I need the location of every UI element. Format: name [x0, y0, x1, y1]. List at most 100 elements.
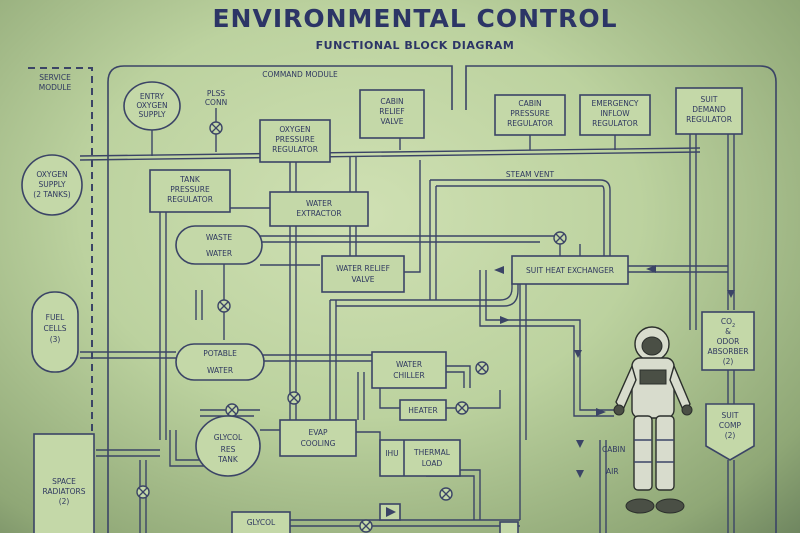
component-label: DEMAND: [692, 105, 726, 114]
heater: HEATER: [399, 399, 447, 421]
valve-heater: [455, 401, 469, 415]
cabin-air-label: CABIN AIR: [602, 445, 625, 476]
co2-subscript: 2: [732, 323, 735, 329]
component-label: COMP: [719, 421, 742, 430]
flow-arrows: [494, 265, 735, 478]
component-label: CONN: [205, 98, 227, 107]
component-label: VALVE: [380, 117, 403, 126]
component-label: ENTRY: [140, 92, 165, 101]
fuel-cells: FUEL CELLS (3): [31, 291, 79, 373]
component-label: EXTRACTOR: [296, 209, 341, 218]
entry-oxygen-supply-tank: ENTRY OXYGEN SUPPLY: [123, 81, 181, 131]
component-label: SUIT: [700, 95, 717, 104]
component-label: PRESSURE: [275, 135, 315, 144]
component-label: WATER: [396, 360, 422, 369]
component-label: GLYCOL: [247, 518, 276, 527]
valve-glycol: [225, 403, 239, 417]
component-label: WATER: [306, 199, 332, 208]
component-label: CELLS: [43, 324, 66, 333]
component-label: &: [725, 327, 731, 336]
component-label: WATER: [206, 249, 232, 258]
component-label: WATER: [207, 366, 233, 375]
component-label: ABSORBER: [707, 347, 748, 356]
component-label: MODULE: [39, 83, 72, 92]
component-label: (2): [59, 497, 70, 506]
component-label: CABIN: [380, 97, 403, 106]
command-module-boundary: COMMAND MODULE: [107, 65, 777, 533]
astronaut-figure: [613, 326, 693, 514]
service-module-label: SERVICE: [39, 73, 71, 82]
component-label: AIR: [606, 467, 619, 476]
component-label: LOAD: [422, 459, 443, 468]
component-label: WASTE: [206, 233, 232, 242]
component-label: FUEL: [46, 313, 66, 322]
component-label: HEATER: [408, 406, 437, 415]
valve-bottom: [359, 519, 373, 533]
suit-demand-regulator: SUIT DEMAND REGULATOR: [675, 87, 743, 135]
component-label: EVAP: [308, 428, 328, 437]
valve-waste: [217, 299, 231, 313]
co2-odor-absorber: CO2 & ODOR ABSORBER (2): [701, 311, 755, 371]
valve-exchanger: [553, 231, 567, 245]
component-label: PLSS: [207, 89, 225, 98]
component-label: RES: [221, 445, 236, 454]
component-label: RELIEF: [379, 107, 404, 116]
component-label: REGULATOR: [507, 119, 553, 128]
emergency-inflow-regulator: EMERGENCY INFLOW REGULATOR: [579, 94, 651, 136]
cabin-pressure-regulator: CABIN PRESSURE REGULATOR: [494, 94, 566, 136]
component-label: (3): [50, 335, 61, 344]
suit-compressor: SUIT COMP (2): [705, 403, 755, 461]
component-label: EMERGENCY: [591, 99, 638, 108]
page-title: ENVIRONMENTAL CONTROL: [212, 4, 618, 33]
valve-evap: [287, 391, 301, 405]
cabin-relief-valve: CABIN RELIEF VALVE: [359, 89, 425, 139]
component-label: POTABLE: [203, 349, 237, 358]
component-label: REGULATOR: [167, 195, 213, 204]
water-relief-valve: WATER RELIEF VALVE: [321, 255, 405, 293]
component-label: CABIN: [518, 99, 541, 108]
space-radiators: SPACE RADIATORS (2): [33, 433, 95, 533]
command-module-label: COMMAND MODULE: [262, 70, 338, 79]
water-chiller: WATER CHILLER: [371, 351, 447, 389]
component-label: CHILLER: [393, 371, 424, 380]
component-label: RADIATORS: [42, 487, 85, 496]
component-label: THERMAL: [413, 448, 451, 457]
potable-water-tank: POTABLE WATER: [175, 343, 265, 381]
component-label: COOLING: [301, 439, 336, 448]
component-label: SPACE: [52, 477, 76, 486]
component-label: SUIT: [721, 411, 738, 420]
ihu-label: IHU: [385, 449, 398, 458]
page-subtitle: FUNCTIONAL BLOCK DIAGRAM: [315, 39, 515, 52]
waste-water-tank: WASTE WATER: [175, 225, 263, 265]
component-label: TANK: [217, 455, 239, 464]
plss-connection: PLSS CONN: [205, 89, 227, 107]
component-label: REGULATOR: [592, 119, 638, 128]
component-label: OXYGEN: [136, 101, 167, 110]
thermal-load: IHU THERMAL LOAD: [379, 439, 461, 477]
valve-radiator: [136, 485, 150, 499]
evap-cooling: EVAP COOLING: [279, 419, 357, 457]
component-label: (2): [725, 431, 736, 440]
component-label: INFLOW: [600, 109, 630, 118]
component-label: PRESSURE: [170, 185, 210, 194]
component-label: CABIN: [602, 445, 625, 454]
glycol-reservoir-tank: GLYCOL RES TANK: [195, 415, 261, 477]
piping: [79, 108, 735, 533]
water-extractor: WATER EXTRACTOR: [269, 191, 369, 227]
component-label: SUIT HEAT EXCHANGER: [526, 266, 614, 275]
valve-chiller: [475, 361, 489, 375]
component-label: ODOR: [717, 337, 740, 346]
oxygen-pressure-regulator: OXYGEN PRESSURE REGULATOR: [259, 119, 331, 163]
oxygen-supply-tanks: OXYGEN SUPPLY (2 TANKS): [21, 154, 83, 216]
component-label: SUPPLY: [138, 110, 165, 119]
valve-thermal: [439, 487, 453, 501]
glycol-pump: GLYCOL: [231, 511, 291, 533]
service-module-boundary: SERVICE MODULE: [28, 67, 93, 533]
component-label: (2 TANKS): [33, 190, 71, 199]
steam-vent-label: STEAM VENT: [506, 170, 555, 179]
component-label: TANK: [179, 175, 201, 184]
component-label: VALVE: [351, 275, 374, 284]
valve-plss: [209, 121, 223, 135]
